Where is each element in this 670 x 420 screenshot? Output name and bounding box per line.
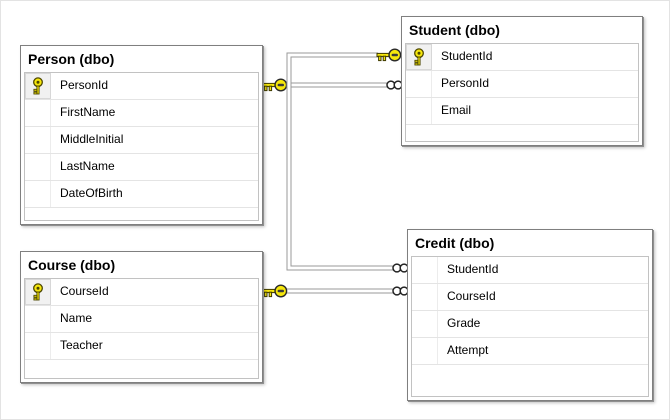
table-course[interactable]: Course (dbo) CourseId Name Teacher — [20, 251, 263, 383]
column-row-dateofbirth[interactable]: DateOfBirth — [25, 181, 258, 208]
many-end-infinity-icon — [392, 263, 409, 273]
one-end-key-icon — [376, 48, 402, 62]
table-credit-header[interactable]: Credit (dbo) — [408, 230, 652, 256]
column-row-personid[interactable]: PersonId — [406, 71, 638, 98]
primary-key-cell — [25, 73, 51, 99]
table-credit[interactable]: Credit (dbo) StudentId CourseId Grade At… — [407, 229, 653, 401]
key-cell-empty — [412, 257, 438, 283]
column-row-email[interactable]: Email — [406, 98, 638, 125]
table-person[interactable]: Person (dbo) PersonId FirstName MiddleIn… — [20, 45, 263, 225]
key-cell-empty — [406, 71, 432, 97]
column-name: PersonId — [60, 78, 109, 92]
key-cell-empty — [25, 333, 51, 359]
relationship-course-credit[interactable] — [262, 284, 409, 298]
primary-key-icon — [33, 283, 43, 301]
table-course-columns: CourseId Name Teacher — [24, 278, 259, 379]
key-cell-empty — [25, 154, 51, 180]
column-name: Attempt — [447, 343, 489, 357]
column-name: PersonId — [441, 76, 490, 90]
column-row-studentid[interactable]: StudentId — [412, 257, 648, 284]
column-name: DateOfBirth — [60, 186, 123, 200]
column-name: LastName — [60, 159, 115, 173]
column-row-personid[interactable]: PersonId — [25, 73, 258, 100]
key-cell-empty — [25, 306, 51, 332]
table-person-header[interactable]: Person (dbo) — [21, 46, 262, 72]
column-name: FirstName — [60, 105, 116, 119]
column-name: Email — [441, 103, 472, 117]
key-cell-empty — [412, 284, 438, 310]
primary-key-cell — [25, 279, 51, 305]
column-name: StudentId — [447, 262, 499, 276]
key-cell-empty — [412, 338, 438, 364]
column-row-courseid[interactable]: CourseId — [25, 279, 258, 306]
key-cell-empty — [25, 181, 51, 207]
column-row-teacher[interactable]: Teacher — [25, 333, 258, 360]
table-credit-columns: StudentId CourseId Grade Attempt — [411, 256, 649, 397]
column-row-middleinitial[interactable]: MiddleInitial — [25, 127, 258, 154]
column-name: StudentId — [441, 49, 493, 63]
column-row-studentid[interactable]: StudentId — [406, 44, 638, 71]
key-cell-empty — [406, 98, 432, 124]
key-cell-empty — [412, 311, 438, 337]
table-student-columns: StudentId PersonId Email — [405, 43, 639, 142]
column-row-lastname[interactable]: LastName — [25, 154, 258, 181]
column-row-firstname[interactable]: FirstName — [25, 100, 258, 127]
primary-key-icon — [33, 77, 43, 95]
column-name: Name — [60, 311, 93, 325]
column-row-courseid[interactable]: CourseId — [412, 284, 648, 311]
primary-key-cell — [406, 44, 432, 70]
one-end-key-icon — [262, 78, 288, 92]
column-row-grade[interactable]: Grade — [412, 311, 648, 338]
table-course-header[interactable]: Course (dbo) — [21, 252, 262, 278]
table-student[interactable]: Student (dbo) StudentId PersonId Email — [401, 16, 643, 146]
relationship-person-student[interactable] — [262, 78, 403, 92]
column-row-attempt[interactable]: Attempt — [412, 338, 648, 365]
many-end-infinity-icon — [392, 286, 409, 296]
table-person-columns: PersonId FirstName MiddleInitial LastNam… — [24, 72, 259, 221]
one-end-key-icon — [262, 284, 288, 298]
relationship-student-credit[interactable] — [286, 48, 409, 273]
key-cell-empty — [25, 100, 51, 126]
key-cell-empty — [25, 127, 51, 153]
column-name: MiddleInitial — [60, 132, 124, 146]
primary-key-icon — [414, 48, 424, 66]
table-student-header[interactable]: Student (dbo) — [402, 17, 642, 43]
column-name: Grade — [447, 316, 481, 330]
column-name: Teacher — [60, 338, 103, 352]
column-name: CourseId — [447, 289, 496, 303]
column-name: CourseId — [60, 284, 109, 298]
column-row-name[interactable]: Name — [25, 306, 258, 333]
many-end-infinity-icon — [386, 80, 403, 90]
